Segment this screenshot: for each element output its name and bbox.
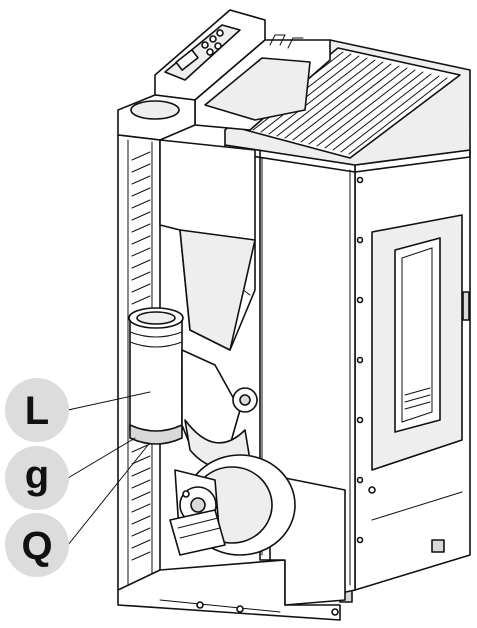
callout-label-g: g bbox=[25, 453, 49, 497]
viewing-glass bbox=[394, 237, 441, 433]
callout-circle-g bbox=[5, 446, 69, 510]
display-screen bbox=[175, 49, 199, 71]
callout-label-Q: Q bbox=[21, 524, 52, 568]
leader-L bbox=[67, 391, 151, 411]
callout-circle-Q bbox=[5, 513, 69, 577]
callout-Q: Q bbox=[5, 513, 69, 577]
callout-leaders bbox=[67, 391, 151, 546]
hopper-opening bbox=[194, 34, 331, 131]
callout-circle-L bbox=[5, 378, 69, 442]
smoke-extractor-fan bbox=[169, 387, 296, 556]
top-flue-hole bbox=[130, 100, 180, 120]
door-handle bbox=[462, 291, 470, 321]
leader-Q bbox=[67, 444, 149, 546]
hopper-body bbox=[159, 139, 256, 351]
top-grille bbox=[224, 39, 471, 173]
callout-g: g bbox=[5, 446, 69, 510]
callout-label-L: L bbox=[25, 389, 49, 433]
leader-g bbox=[67, 437, 136, 479]
callout-L: L bbox=[5, 378, 69, 442]
